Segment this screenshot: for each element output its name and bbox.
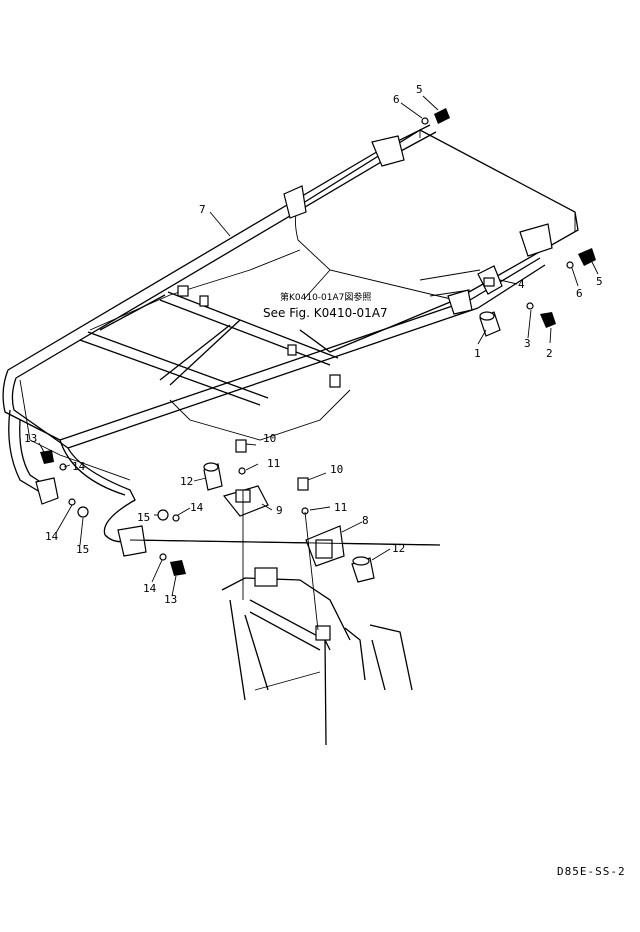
nut-15-front [157, 509, 180, 522]
cushion-12-right [351, 556, 375, 583]
front-mount [117, 525, 147, 557]
projection-lines [129, 269, 481, 631]
callout-14-front: 14 [190, 501, 204, 514]
bolt-13-bottom [159, 553, 186, 576]
callout-14-lower: 14 [45, 530, 59, 543]
machine-body [221, 567, 413, 746]
main-frame [2, 149, 479, 546]
callout-14-bottom: 14 [143, 582, 157, 595]
callout-10-right: 10 [330, 463, 343, 476]
callout-9: 9 [276, 504, 283, 517]
callout-8: 8 [362, 514, 369, 527]
callout-2: 2 [546, 347, 553, 360]
bolt-5-top [421, 108, 450, 125]
callout-5-right: 5 [596, 275, 603, 288]
mount-block-upper-right [371, 135, 405, 167]
callout-3: 3 [524, 337, 531, 350]
callout-11-left: 11 [267, 457, 280, 470]
bracket-8 [305, 525, 345, 567]
callout-6-right: 6 [576, 287, 583, 300]
nut-15-left [68, 498, 89, 518]
callout-12-right: 12 [392, 542, 405, 555]
cushion-1 [479, 311, 501, 337]
figure-id: D85E-SS-2 [557, 865, 626, 878]
callout-14-left: 14 [72, 460, 86, 473]
callout-13-left: 13 [24, 432, 37, 445]
callout-1: 1 [474, 347, 481, 360]
mount-block-center [447, 289, 473, 315]
callout-6-top: 6 [393, 93, 400, 106]
reference-note-english: See Fig. K0410-01A7 [263, 306, 388, 320]
callout-7: 7 [199, 203, 206, 216]
reference-note-japanese: 第K0410-01A7図参照 [280, 291, 371, 303]
callout-4: 4 [518, 278, 525, 291]
bracket-4 [477, 265, 503, 295]
bracket-9 [222, 485, 269, 517]
callout-13-bottom: 13 [164, 593, 177, 606]
bolt-5-right [566, 248, 596, 269]
bolt-10-left [235, 439, 247, 475]
mount-block-rear-right [519, 223, 553, 257]
cushion-12-left [203, 462, 223, 491]
callout-15-front: 15 [137, 511, 150, 524]
callout-labels: 1 2 3 4 5 5 6 6 7 8 9 10 10 11 11 12 12 … [24, 83, 603, 606]
callout-5-top: 5 [416, 83, 423, 96]
mount-block-upper-left [283, 185, 307, 219]
bolt-10-right [297, 477, 309, 515]
leader-lines [38, 95, 599, 597]
left-mount [35, 477, 59, 505]
callout-15-left: 15 [76, 543, 89, 556]
callout-11-right: 11 [334, 501, 347, 514]
bolt-13-left [40, 450, 67, 471]
reference-note: 第K0410-01A7図参照 See Fig. K0410-01A7 [263, 291, 388, 320]
callout-10-left: 10 [263, 432, 276, 445]
bolt-2 [526, 302, 556, 328]
callout-12-left: 12 [180, 475, 193, 488]
